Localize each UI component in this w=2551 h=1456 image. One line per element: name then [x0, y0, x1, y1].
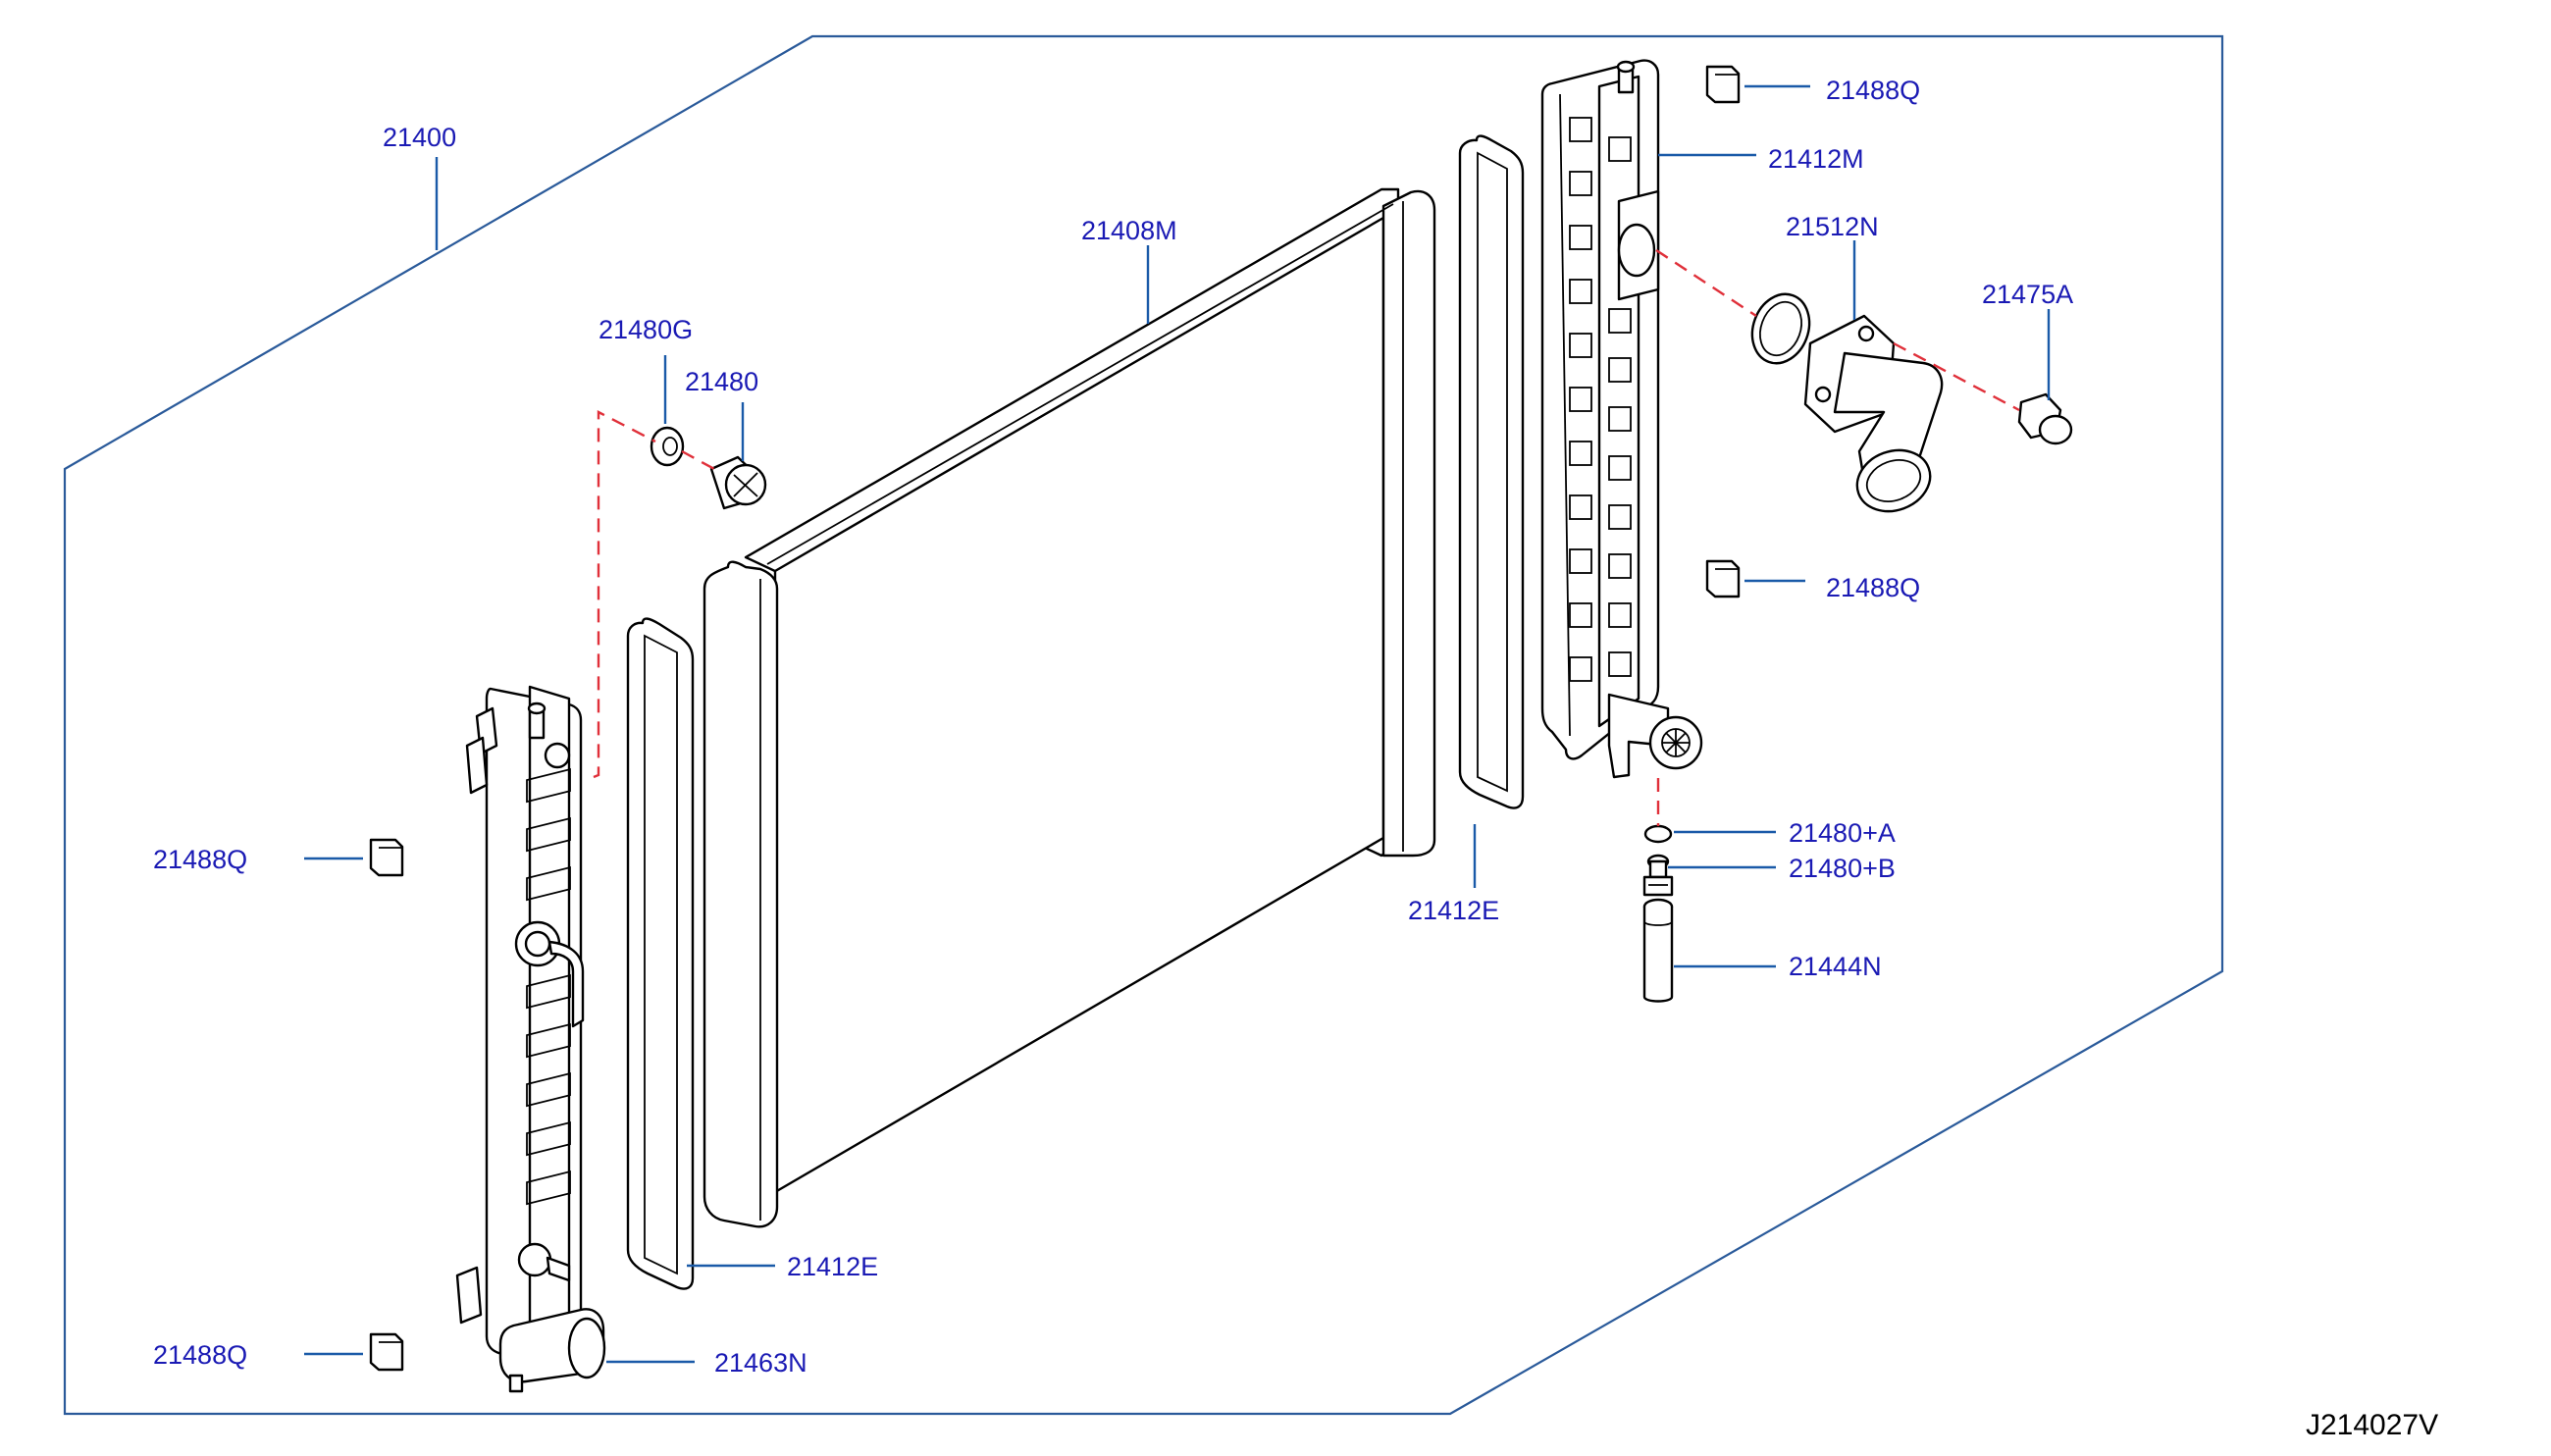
label-21480b: 21480+B — [1789, 854, 1896, 883]
label-21488q-bottom-left: 21488Q — [153, 1340, 247, 1370]
label-21412e-right: 21412E — [1408, 896, 1499, 925]
drain-plug-21480 — [709, 455, 767, 510]
bolt-21475a — [2017, 392, 2073, 445]
label-21512n: 21512N — [1786, 212, 1879, 241]
water-outlet-21512n — [1803, 314, 1944, 513]
drain-washer-21480g — [650, 426, 685, 467]
left-tank — [455, 685, 606, 1393]
label-21488q-mid-right: 21488Q — [1826, 573, 1920, 602]
label-21412e-left: 21412E — [787, 1252, 878, 1281]
assembly-frame — [63, 34, 2224, 1416]
clip-21488q-mid-left — [369, 838, 404, 877]
label-21480a: 21480+A — [1789, 818, 1896, 848]
leader-lines — [304, 84, 2051, 1364]
washer-21480a — [1643, 824, 1673, 844]
label-21480: 21480 — [685, 367, 758, 396]
diagram-code: J214027V — [2306, 1409, 2438, 1441]
connector-plug — [681, 449, 715, 471]
connector-outlet-bolt — [1893, 341, 2020, 412]
label-21475a: 21475A — [1982, 280, 2073, 309]
seal-right — [1458, 134, 1525, 809]
label-21480g: 21480G — [599, 315, 693, 344]
connector-outlet — [1655, 248, 1757, 318]
label-21408m: 21408M — [1081, 216, 1177, 245]
label-21463n: 21463N — [714, 1348, 807, 1378]
radiator-core — [703, 187, 1436, 1228]
label-21488q-top-right: 21488Q — [1826, 76, 1920, 105]
clip-21488q-mid-right — [1705, 559, 1741, 598]
o-ring — [1750, 292, 1811, 365]
clip-21488q-top-right — [1705, 65, 1741, 104]
right-tank — [1540, 59, 1703, 779]
clip-21488q-bottom-left — [369, 1332, 404, 1372]
label-21488q-mid-left: 21488Q — [153, 845, 247, 874]
seal-left — [626, 617, 695, 1290]
drain-cock-21480b — [1642, 854, 1674, 897]
label-21412m: 21412M — [1768, 144, 1864, 174]
label-21400: 21400 — [383, 123, 456, 152]
hose-21444n — [1642, 898, 1674, 1003]
label-21444n: 21444N — [1789, 952, 1882, 981]
connector-drain-left — [593, 410, 656, 779]
